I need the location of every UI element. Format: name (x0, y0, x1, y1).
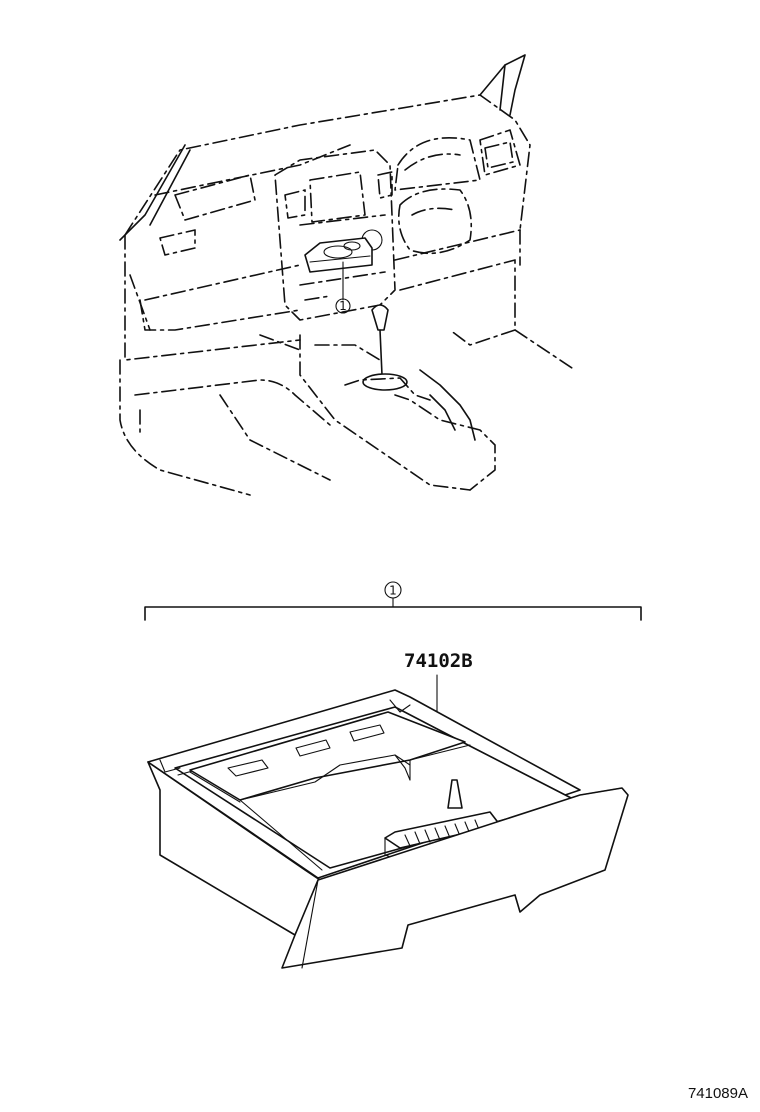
dashboard-illustration: 1 (119, 54, 576, 496)
storage-box-illustration (147, 689, 629, 969)
diagram-reference-code: 741089A (688, 1085, 748, 1102)
assembly-bracket: 1 (144, 581, 642, 621)
callout-circle-bracket (384, 581, 402, 599)
part-number-label: 74102B (404, 650, 473, 672)
callout-circle-top (335, 298, 351, 314)
callout-number-bracket: 1 (389, 584, 397, 598)
callout-number-top: 1 (339, 299, 347, 313)
